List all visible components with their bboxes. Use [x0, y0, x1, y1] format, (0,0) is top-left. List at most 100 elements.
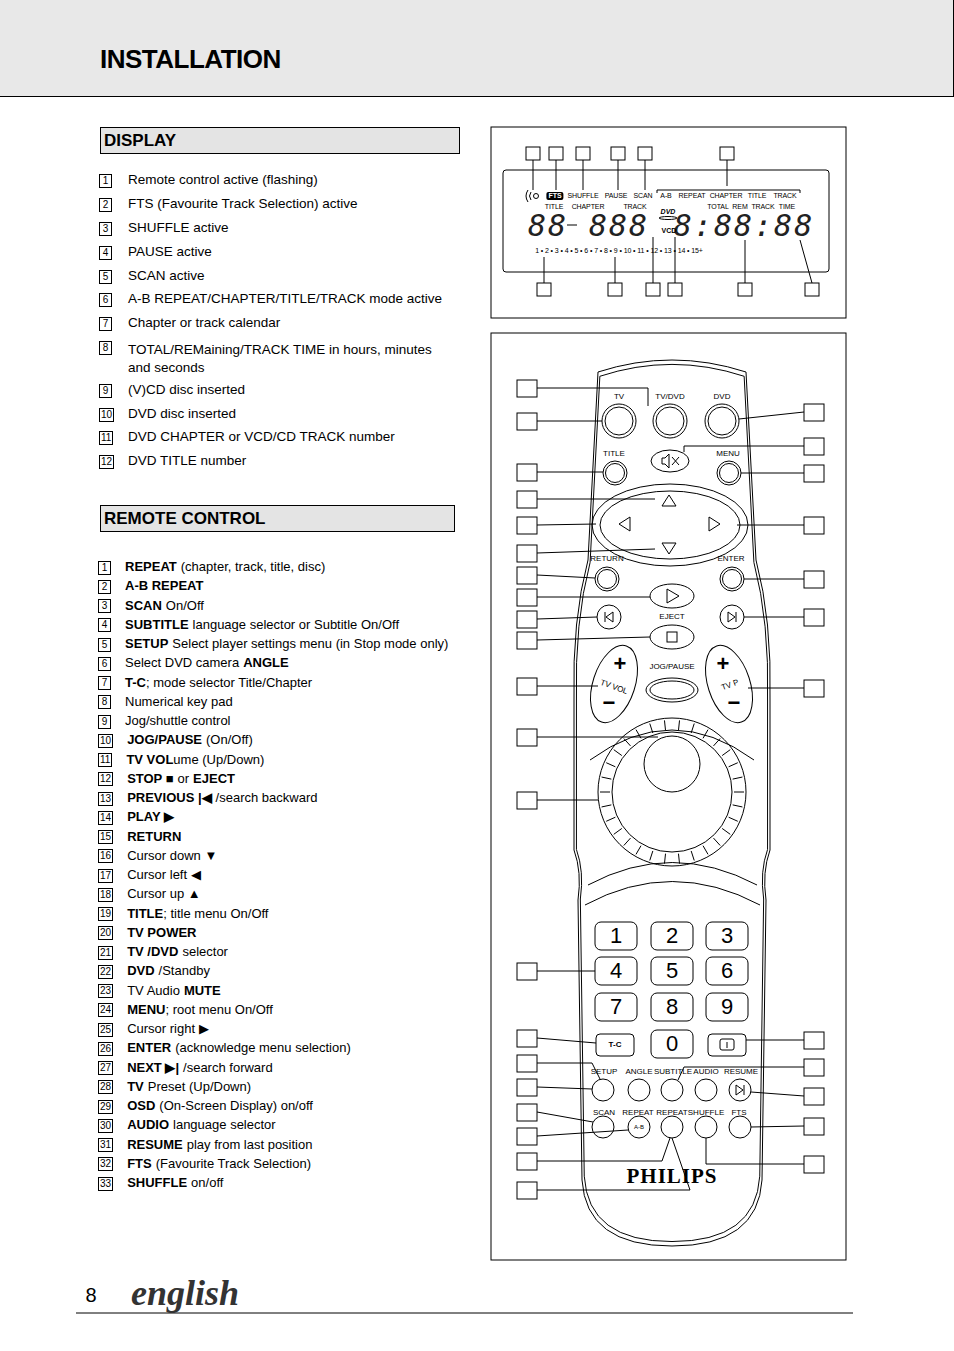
callout-box — [804, 1059, 824, 1076]
mute-icon — [672, 457, 679, 465]
legend-text: Select player settings menu (in Stop mod… — [172, 636, 448, 651]
callout-number: 28 — [98, 1080, 113, 1094]
dial-tick — [664, 720, 665, 730]
mute-icon — [662, 454, 669, 468]
callout-box — [517, 1030, 537, 1047]
legend-text: SHUFFLE active — [128, 220, 229, 236]
list-row: 30AUDIOlanguage selector — [98, 1117, 276, 1133]
leader-line — [556, 160, 557, 190]
part-label: + — [717, 651, 730, 676]
jog-pause-button — [646, 678, 698, 702]
legend-text: PLAY ▶ — [127, 809, 174, 824]
callout-box — [517, 464, 537, 481]
legend-text: OSD — [127, 1098, 155, 1113]
legend-text: Cursor down ▼ — [127, 848, 217, 863]
callout-number: 26 — [98, 1042, 113, 1056]
part-label: SCAN — [633, 192, 652, 200]
tv-p-rocker — [697, 639, 762, 728]
legend-text: selector — [182, 944, 228, 959]
number-key — [651, 957, 693, 985]
round-button — [602, 404, 636, 438]
list-row: 4SUBTITLElanguage selector or Subtitle O… — [98, 617, 399, 633]
callout-number: 5 — [99, 270, 112, 284]
dial-tick — [600, 792, 610, 793]
callout-box — [804, 609, 824, 626]
legend-text: on/off — [191, 1175, 223, 1190]
section-heading: REMOTE CONTROL — [100, 505, 455, 532]
leader-line — [583, 160, 584, 190]
cursor-pad — [592, 484, 748, 566]
part-label: − — [603, 690, 616, 715]
callout-number: 1 — [99, 174, 112, 188]
round-button-inner — [708, 407, 736, 435]
part-label: JOG/PAUSE — [649, 662, 694, 671]
legend-text: TV Audio — [127, 983, 180, 998]
legend-text: RESUME — [127, 1137, 183, 1152]
callout-box — [537, 283, 551, 296]
callout-number: 20 — [98, 926, 113, 940]
part-label: RETURN — [590, 554, 623, 563]
arrow-right — [709, 517, 720, 531]
callout-box — [517, 678, 537, 695]
callout-number: 3 — [98, 599, 111, 613]
callout-number: 10 — [99, 408, 114, 422]
heading-text: INSTALLATION — [100, 44, 281, 75]
leader-line — [684, 446, 804, 452]
leader-line — [537, 1038, 596, 1043]
leader-line — [537, 499, 655, 500]
list-row: 2A-B REPEAT — [98, 578, 203, 594]
leader-line — [653, 237, 654, 283]
part-label: REPEAT — [622, 1108, 653, 1117]
callout-number: 32 — [98, 1157, 113, 1171]
list-row: 33SHUFFLEon/off — [98, 1175, 223, 1191]
legend-text: STOP ■ — [127, 771, 173, 786]
round-button — [717, 461, 741, 485]
callout-number: 4 — [98, 618, 111, 632]
legend-text: (Favourite Track Selection) — [156, 1156, 311, 1171]
dial-tick — [722, 750, 730, 756]
part-label: TITLE — [603, 449, 625, 458]
list-row: 8Numerical key pad — [98, 694, 233, 710]
callout-box — [517, 1128, 537, 1145]
leader-line — [537, 597, 650, 598]
legend-text: /search forward — [183, 1060, 273, 1075]
legend-text: (On-Screen Display) on/off — [159, 1098, 313, 1113]
callout-box — [668, 283, 682, 296]
legend-text: TV POWER — [127, 925, 196, 940]
callout-number: 19 — [98, 907, 113, 921]
list-row: 10JOG/PAUSE(On/Off) — [98, 732, 253, 748]
heading-text: REMOTE CONTROL — [104, 509, 266, 529]
tv-vol-rocker — [582, 639, 647, 728]
dial-tick — [624, 838, 631, 845]
list-row: 28TVPreset (Up/Down) — [98, 1079, 251, 1095]
list-row: 1REPEAT(chapter, track, title, disc) — [98, 559, 325, 575]
legend-text: Cursor left ◀ — [127, 867, 201, 882]
round-button — [720, 567, 744, 591]
small-button — [695, 1116, 717, 1138]
part-label: REPEAT — [679, 192, 706, 200]
lcd-panel — [503, 170, 829, 272]
remote-icon — [526, 190, 531, 202]
callout-box — [517, 1079, 537, 1096]
leader-line — [618, 160, 619, 190]
part-label: TV/DVD — [655, 392, 684, 401]
legend-text: language selector or Subtitle On/Off — [193, 617, 399, 632]
leader-line — [537, 737, 658, 738]
leader-line — [533, 160, 534, 190]
remote-body-inner — [576, 364, 768, 1241]
callout-box — [517, 1055, 537, 1072]
cursor-pad-inner — [600, 491, 740, 559]
round-button — [705, 404, 739, 438]
list-row: 27NEXT ▶|/search forward — [98, 1060, 273, 1076]
round-button-inner — [723, 570, 742, 589]
part-label: SHUFFLE — [688, 1108, 724, 1117]
legend-text: (V)CD disc inserted — [128, 382, 245, 398]
dial-tick — [713, 838, 720, 845]
callout-number: 8 — [98, 695, 111, 709]
callout-box — [804, 438, 824, 455]
small-button — [661, 1116, 683, 1138]
part-label: AUDIO — [693, 1067, 718, 1076]
callout-number: 14 — [98, 811, 113, 825]
part-label: TITLE — [748, 192, 767, 200]
